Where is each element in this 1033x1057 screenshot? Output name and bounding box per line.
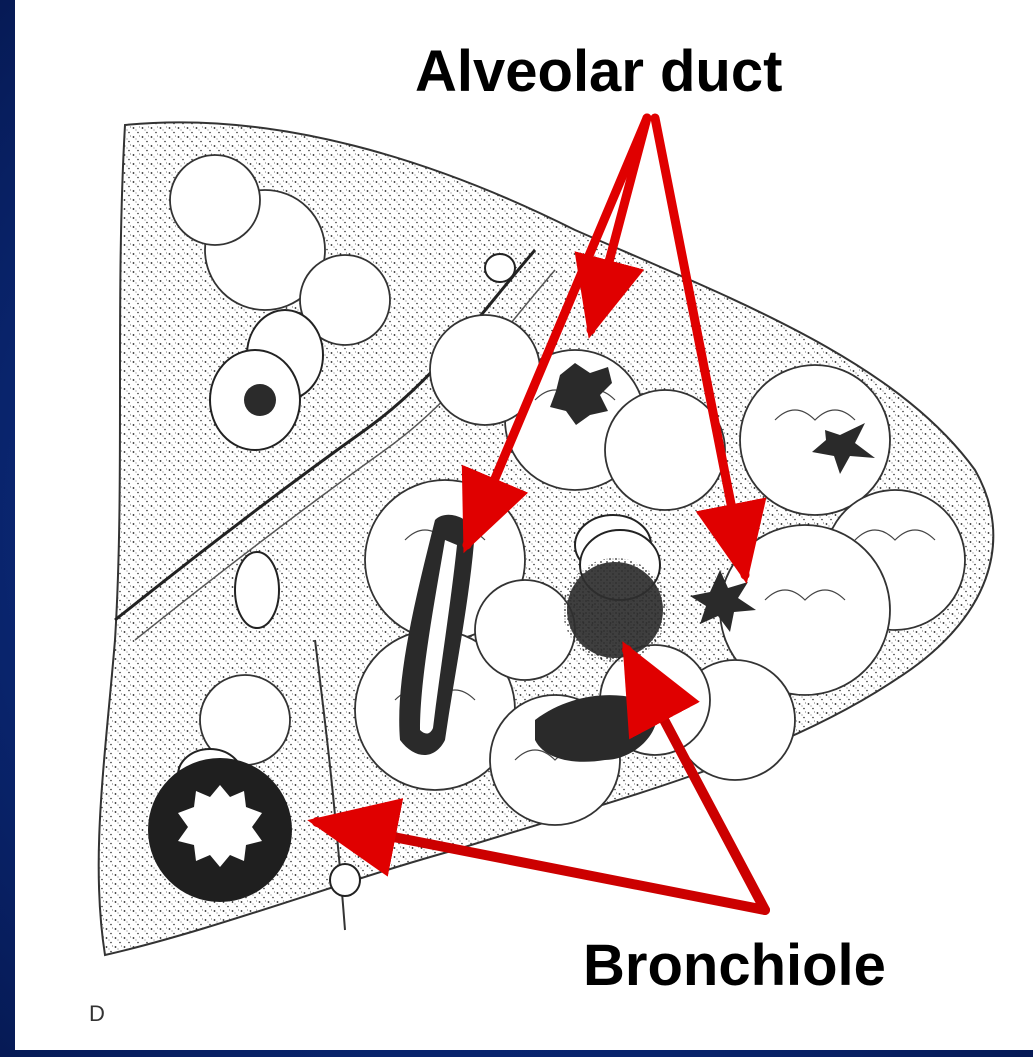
alveolar-duct-label: Alveolar duct — [415, 38, 782, 105]
panel-letter: D — [89, 1001, 105, 1027]
bronchiole-label: Bronchiole — [583, 932, 886, 999]
figure-panel: Alveolar duct Bronchiole D — [15, 0, 1033, 1050]
lung-lobule-illustration — [15, 0, 1033, 1050]
